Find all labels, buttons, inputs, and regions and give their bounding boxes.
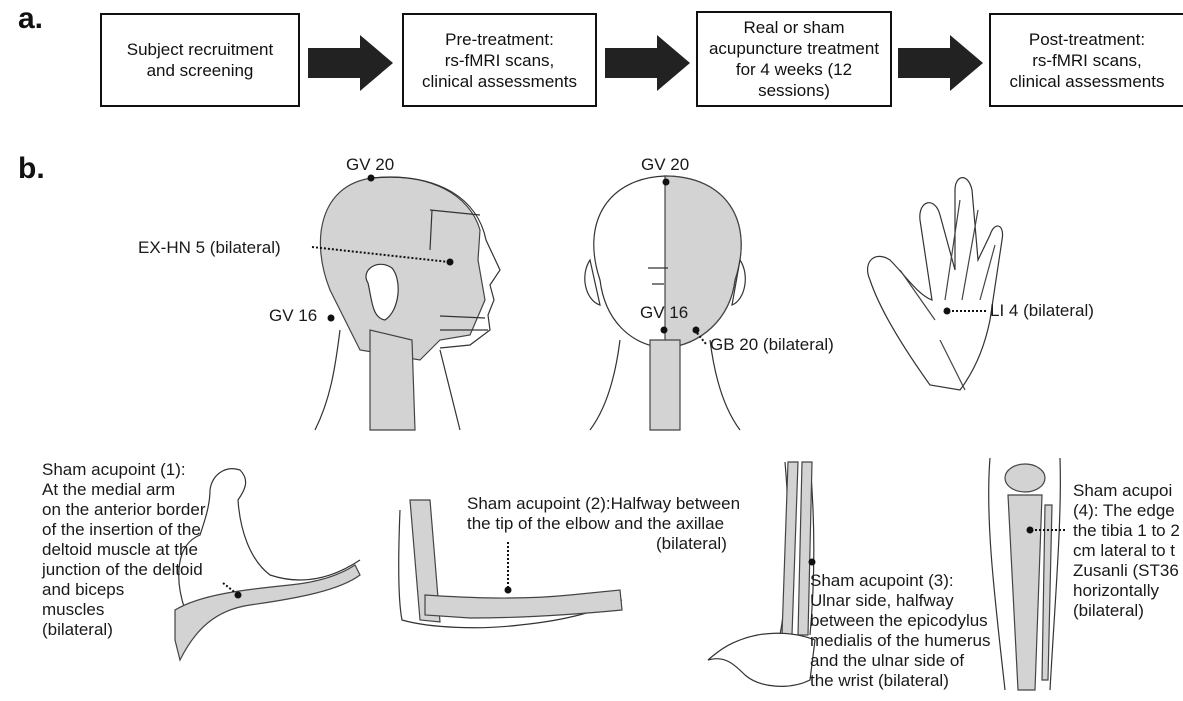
point-gv20-side [368,175,375,182]
label-sham2-bilateral: (bilateral) [656,534,727,554]
lower-leg-illustration [989,458,1061,690]
label-exhn5: EX-HN 5 (bilateral) [138,238,281,258]
point-sham2 [505,587,512,594]
point-sham3 [809,559,816,566]
point-exhn5 [447,259,454,266]
label-sham2: Sham acupoint (2):Halfway between the ti… [467,494,740,534]
label-gb20: GB 20 (bilateral) [710,335,834,355]
label-gv16-back: GV 16 [640,303,688,323]
label-sham4: Sham acupoi (4): The edge the tibia 1 to… [1073,481,1183,621]
side-head-illustration [315,177,500,430]
label-sham1: Sham acupoint (1): At the medial arm on … [42,460,206,640]
point-gv20-back [663,179,670,186]
label-li4: LI 4 (bilateral) [990,301,1094,321]
point-gv16-back [661,327,668,334]
point-gv16-side [328,315,335,322]
label-gv20-side: GV 20 [346,155,394,175]
label-gv16-side: GV 16 [269,306,317,326]
hand-illustration [868,178,1003,390]
label-sham3: Sham acupoint (3): Ulnar side, halfway b… [810,571,990,691]
point-li4 [944,308,951,315]
label-gv20-back: GV 20 [641,155,689,175]
point-gb20 [693,327,700,334]
point-sham4 [1027,527,1034,534]
point-sham1 [235,592,242,599]
